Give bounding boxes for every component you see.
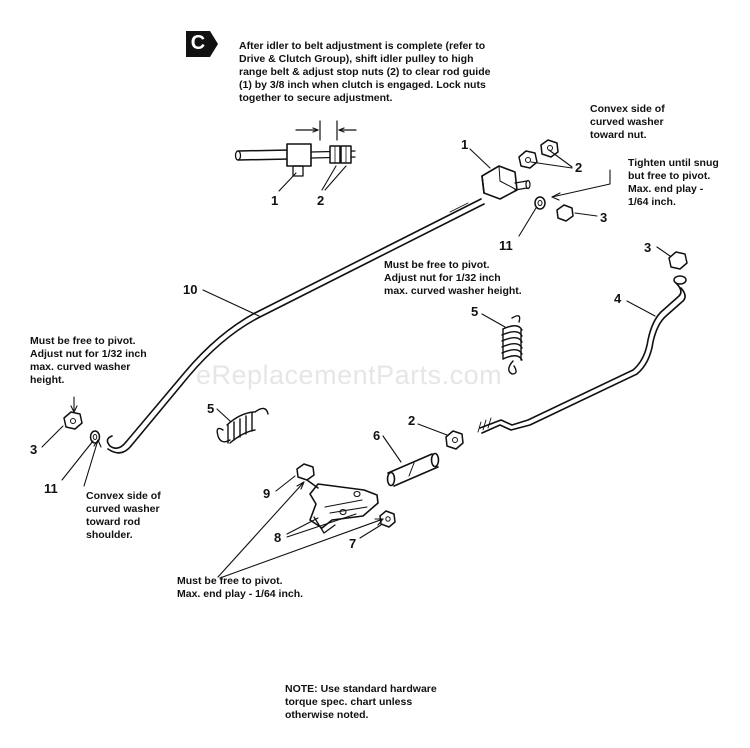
note-footnote: NOTE: Use standard hardware torque spec.… xyxy=(285,683,437,721)
callout-7: 7 xyxy=(349,536,357,551)
callout-2-nuts: 2 xyxy=(575,160,583,175)
callout-2-detail: 2 xyxy=(317,193,325,208)
note-convex-top: Convex side of curved washer toward nut. xyxy=(590,103,665,141)
callout-4: 4 xyxy=(614,291,622,306)
washer-and-nut-left xyxy=(63,411,101,444)
note-pivot-center: Must be free to pivot. Adjust nut for 1/… xyxy=(384,259,522,297)
left-leaders xyxy=(41,396,102,487)
detail-leaders xyxy=(278,165,347,192)
callout-9: 9 xyxy=(263,486,271,501)
callout-3-top: 3 xyxy=(600,210,608,225)
callout-10: 10 xyxy=(183,282,198,297)
shift-bracket xyxy=(309,483,379,534)
shift-rod xyxy=(106,198,485,454)
callout-2-mid: 2 xyxy=(408,413,416,428)
detail-rod-assembly xyxy=(234,143,356,177)
note-tighten: Tighten until snug but free to pivot. Ma… xyxy=(628,157,719,208)
callout-3-left: 3 xyxy=(30,442,38,457)
washer-and-nut-top xyxy=(534,196,574,222)
nut-right xyxy=(656,246,688,285)
rod-guide xyxy=(481,165,531,200)
note-pivot-left: Must be free to pivot. Adjust nut for 1/… xyxy=(30,335,147,386)
callout-5-top: 5 xyxy=(471,304,479,319)
callout-11-top: 11 xyxy=(499,238,513,253)
callout-11-left: 11 xyxy=(44,481,58,496)
watermark: eReplacementParts.com xyxy=(196,360,503,390)
callout-3-right: 3 xyxy=(644,240,652,255)
top-leaders xyxy=(469,148,611,237)
leader-10 xyxy=(202,289,260,317)
spring-left xyxy=(216,407,269,444)
note-pivot-bottom: Must be free to pivot. Max. end play - 1… xyxy=(177,575,304,600)
nut-mid xyxy=(417,423,464,450)
callout-1-guide: 1 xyxy=(461,137,469,152)
callout-1-detail: 1 xyxy=(271,193,279,208)
callout-6: 6 xyxy=(373,428,381,443)
bolt-9 xyxy=(275,463,319,492)
nut-7 xyxy=(359,510,396,539)
callout-8: 8 xyxy=(274,530,282,545)
spring-top xyxy=(481,313,523,375)
note-top-instruction: After idler to belt adjustment is comple… xyxy=(239,40,491,104)
note-convex-left: Convex side of curved washer toward rod … xyxy=(86,490,161,541)
stop-nuts xyxy=(518,139,559,169)
bracket-leaders xyxy=(217,481,384,579)
leader-4 xyxy=(626,300,656,317)
dimension-marks xyxy=(295,120,357,141)
pivot-pin xyxy=(382,435,440,487)
section-badge: C xyxy=(186,31,218,57)
section-letter: C xyxy=(190,32,206,54)
callout-5-left: 5 xyxy=(207,401,215,416)
control-rod xyxy=(477,282,686,434)
